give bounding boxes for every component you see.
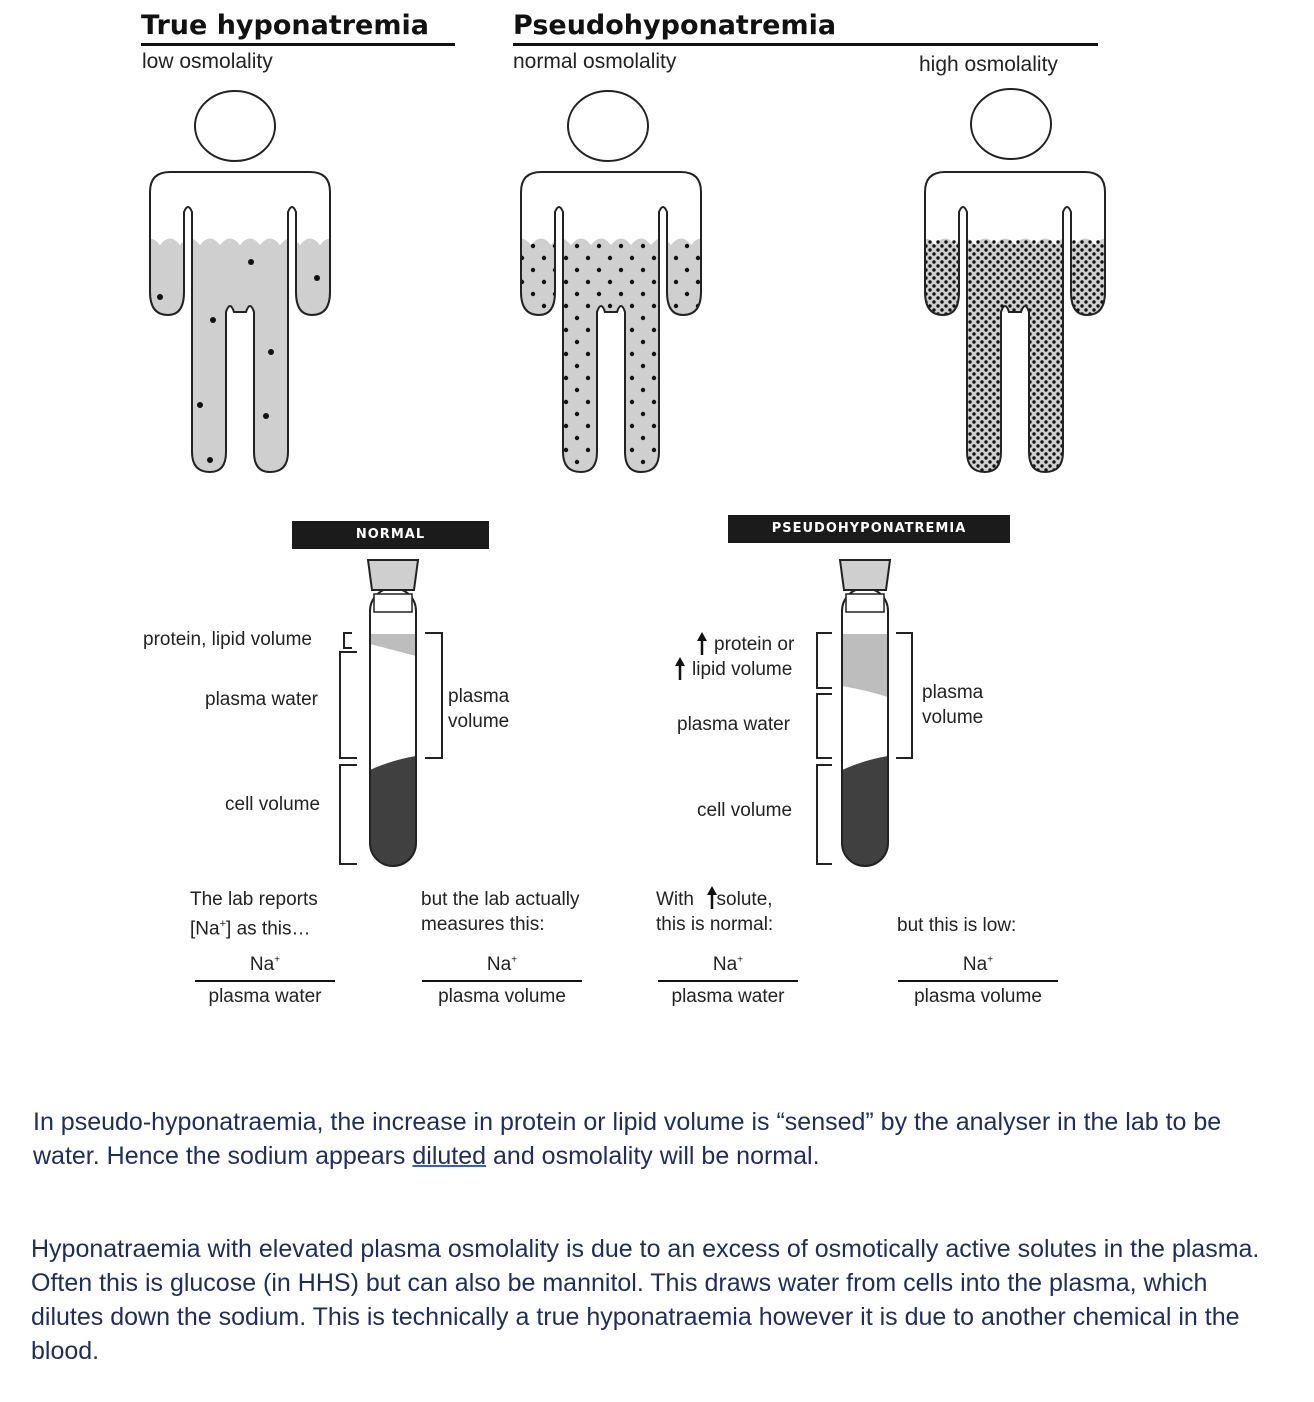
normal-tube: [339, 559, 443, 867]
high-osmolality-explanation-paragraph: Hyponatraemia with elevated plasma osmol…: [31, 1235, 1260, 1365]
true-hyponatremia-title: True hyponatremia: [141, 10, 429, 41]
cell-volume-label: cell volume: [225, 794, 321, 815]
plasma-volume-label: plasma volume: [448, 686, 510, 732]
protein-or-label: protein or: [714, 634, 795, 655]
protein-lipid-volume-label: protein, lipid volume: [143, 629, 312, 650]
up-arrow-icon: [697, 632, 707, 655]
fraction-na-plasma-volume: Na+ plasma volume: [898, 954, 1058, 1008]
diluted-underlined-word: diluted: [412, 1142, 487, 1170]
fraction-na-plasma-water: Na+ plasma water: [195, 954, 335, 1008]
low-osmolality-label: low osmolality: [142, 50, 273, 73]
pseudohyponatremia-title: Pseudohyponatremia: [513, 10, 837, 41]
caption-with-solute: With solute, this is normal:: [656, 889, 774, 935]
figure-normal-osmolality: [520, 90, 702, 473]
caption-lab-measures: but the lab actually measures this:: [421, 889, 580, 935]
true-title-rule: [141, 43, 455, 46]
high-osmolality-label: high osmolality: [919, 53, 1058, 76]
fraction-na-plasma-water: Na+ plasma water: [658, 954, 798, 1008]
plasma-water-label: plasma water: [677, 714, 790, 735]
normal-banner: NORMAL: [292, 521, 489, 549]
pseudo-banner: PSEUDOHYPONATREMIA: [728, 515, 1010, 543]
cell-volume-label: cell volume: [697, 800, 793, 821]
pseudo-title-rule: [513, 43, 1098, 46]
figure-true-hyponatremia: [149, 90, 331, 473]
figure-high-osmolality: [924, 88, 1106, 473]
lipid-volume-label: lipid volume: [692, 659, 793, 680]
plasma-volume-label: plasma volume: [922, 682, 984, 728]
caption-this-is-low: but this is low:: [897, 915, 1017, 936]
up-arrow-icon: [707, 886, 717, 909]
normal-osmolality-label: normal osmolality: [513, 50, 677, 73]
pseudo-tube: [816, 559, 913, 867]
fraction-na-plasma-volume: Na+ plasma volume: [422, 954, 582, 1008]
plasma-water-label: plasma water: [205, 689, 318, 710]
pseudo-explanation-paragraph: In pseudo-hyponatraemia, the increase in…: [33, 1108, 1222, 1170]
caption-lab-reports: The lab reports [Na+] as this…: [190, 889, 318, 940]
up-arrow-icon: [675, 657, 685, 680]
